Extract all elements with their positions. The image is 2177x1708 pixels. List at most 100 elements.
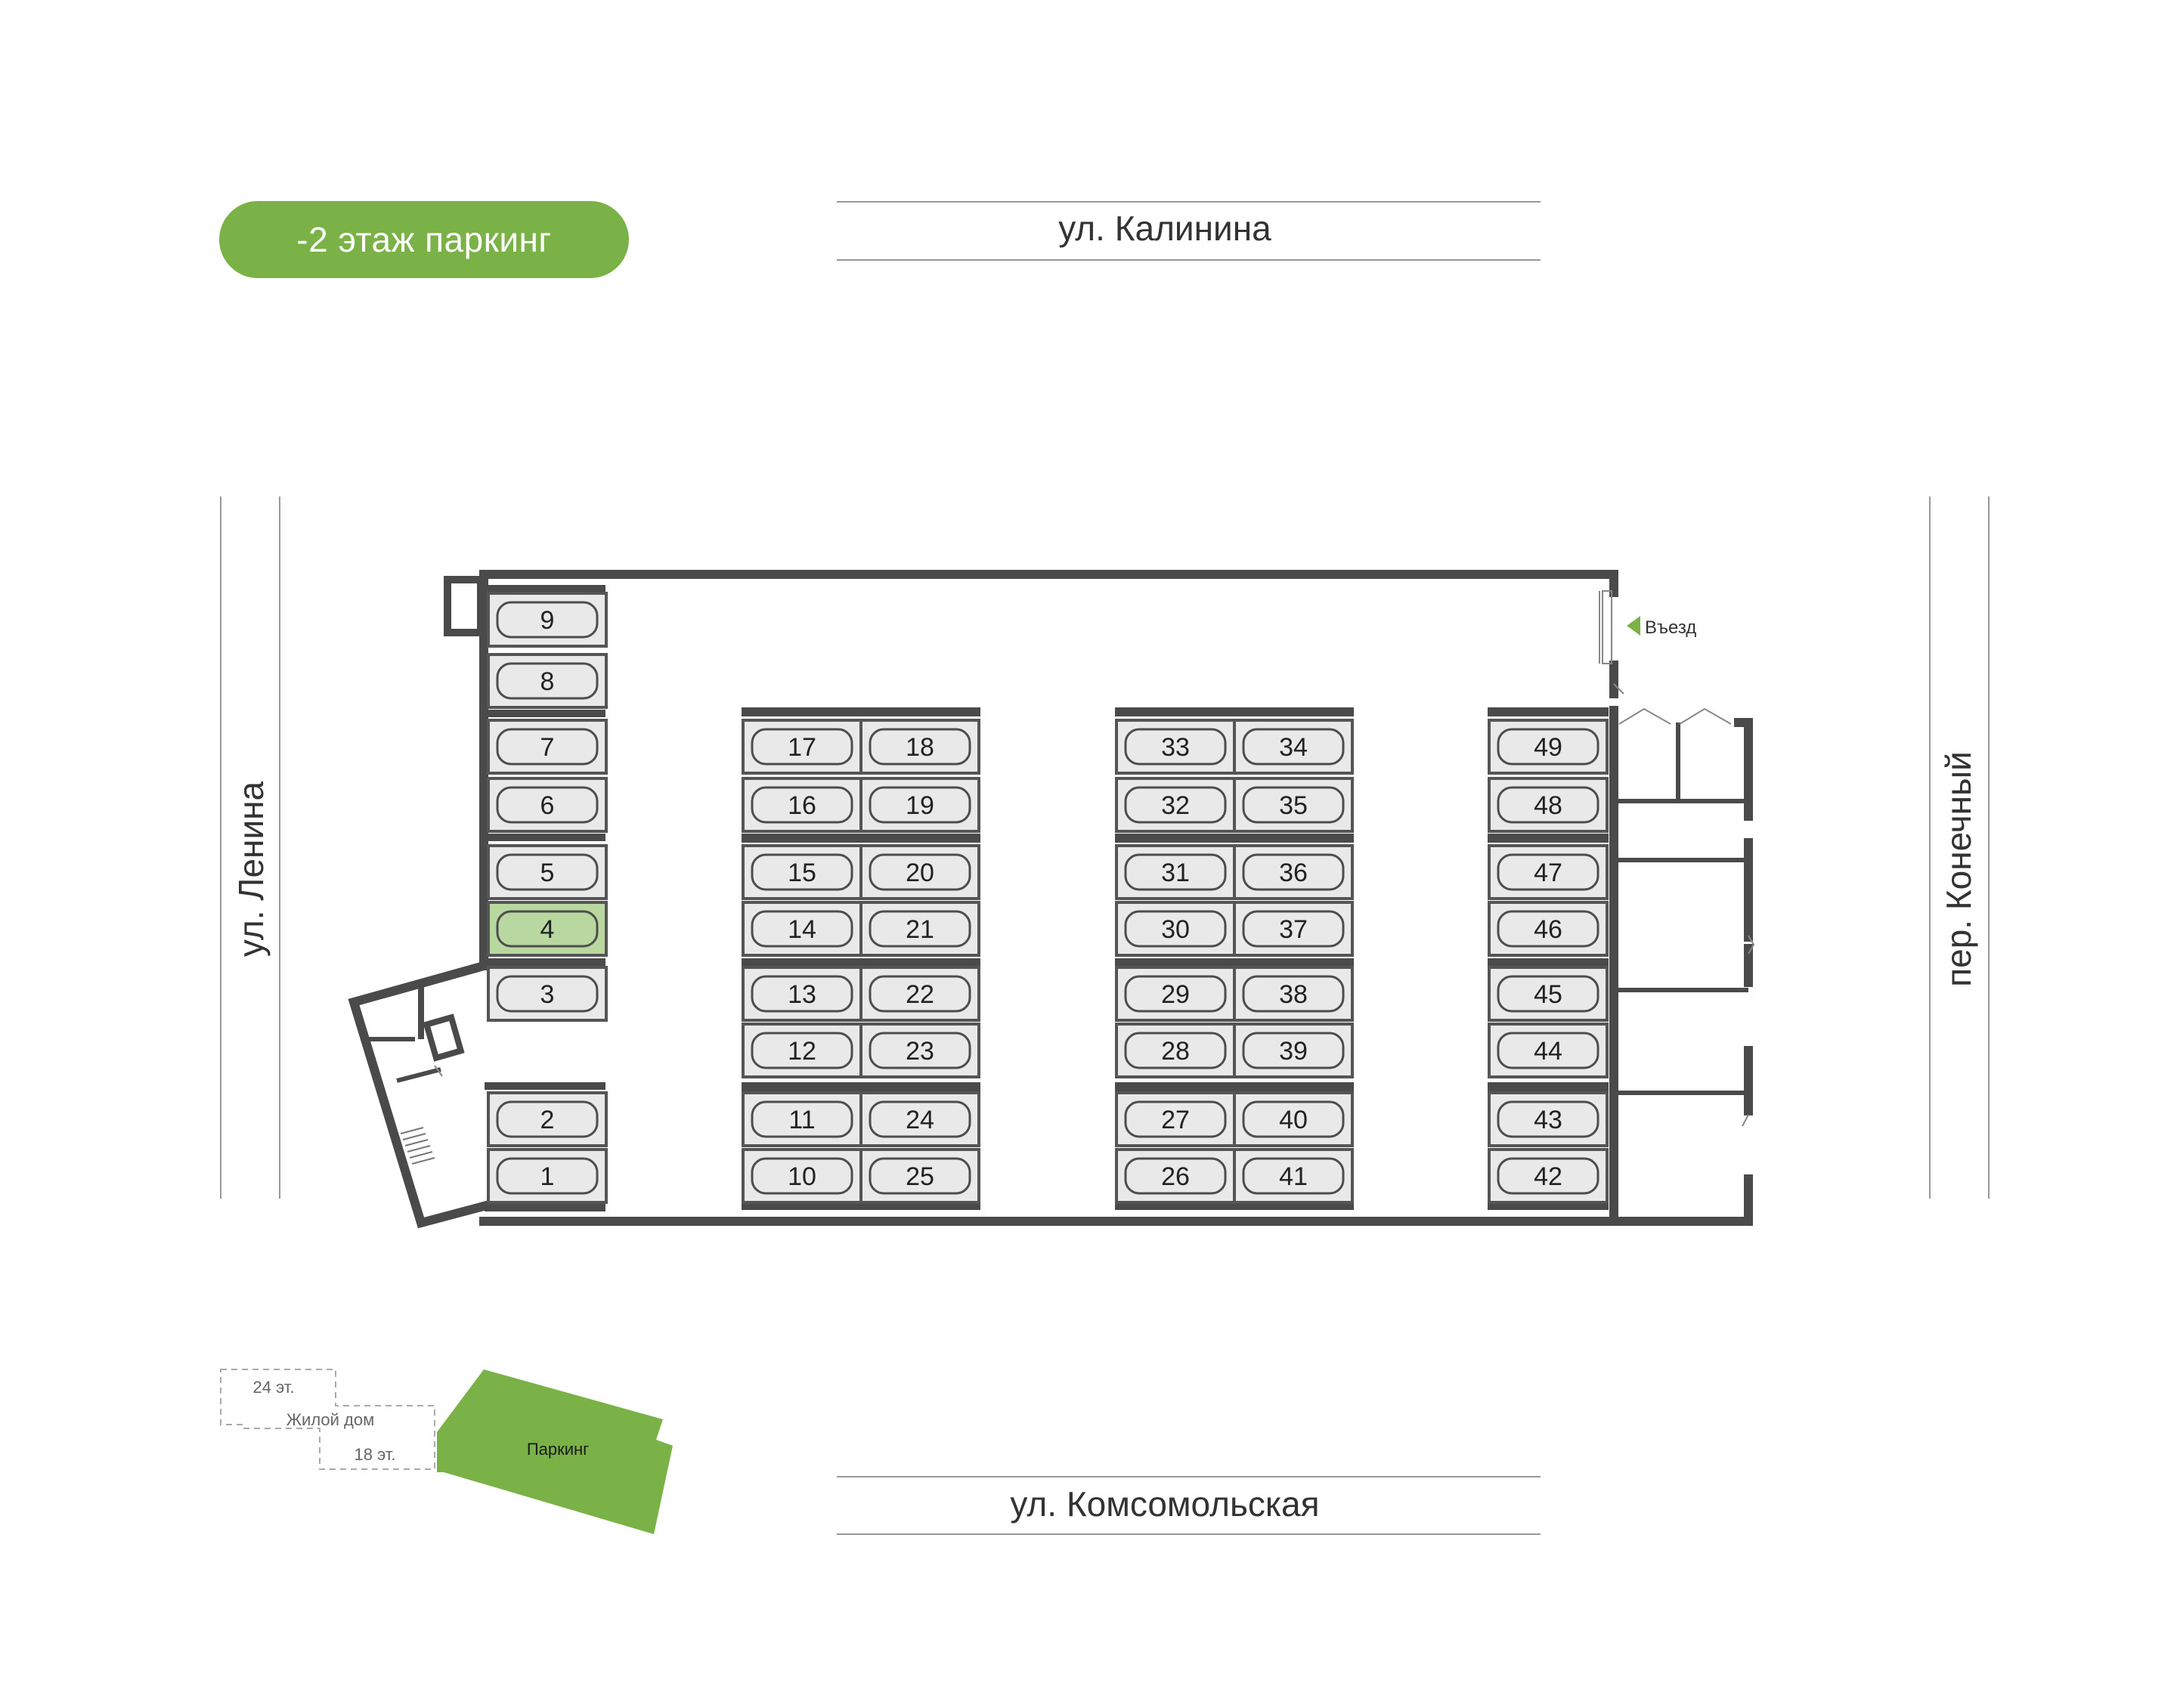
parking-spot[interactable]: 41 xyxy=(1233,1148,1354,1204)
floor-badge[interactable]: -2 этаж паркинг xyxy=(219,201,629,278)
parking-spot[interactable]: 6 xyxy=(487,777,608,833)
parking-spot[interactable]: 14 xyxy=(742,901,862,957)
parking-spot[interactable]: 11 xyxy=(742,1091,862,1147)
parking-spot-number: 1 xyxy=(540,1162,555,1191)
parking-spot[interactable]: 30 xyxy=(1115,901,1236,957)
parking-spot[interactable]: 13 xyxy=(742,966,862,1022)
parking-spot[interactable]: 19 xyxy=(859,777,980,833)
parking-spot[interactable]: 33 xyxy=(1115,719,1236,775)
parking-spot-number: 19 xyxy=(906,791,934,820)
parking-spot[interactable]: 25 xyxy=(859,1148,980,1204)
parking-spot[interactable]: 46 xyxy=(1488,901,1609,957)
parking-spot[interactable]: 31 xyxy=(1115,844,1236,900)
parking-spot[interactable]: 8 xyxy=(487,653,608,709)
parking-spot[interactable]: 3 xyxy=(487,966,608,1022)
car-icon xyxy=(496,728,599,766)
street-bottom-label: ул. Комсомольская xyxy=(1010,1484,1319,1524)
car-icon xyxy=(1497,786,1599,824)
row-divider xyxy=(485,958,605,966)
parking-spot-selected[interactable]: 4 xyxy=(487,901,608,957)
car-icon xyxy=(496,910,599,948)
parking-spot-number: 6 xyxy=(540,791,555,820)
car-icon xyxy=(751,853,853,891)
car-icon xyxy=(751,786,853,824)
car-icon xyxy=(1497,853,1599,891)
parking-spot[interactable]: 22 xyxy=(859,966,980,1022)
parking-spot[interactable]: 39 xyxy=(1233,1023,1354,1078)
parking-spot[interactable]: 42 xyxy=(1488,1148,1609,1204)
parking-spot[interactable]: 26 xyxy=(1115,1148,1236,1204)
car-icon xyxy=(1242,728,1345,766)
parking-spot-number: 23 xyxy=(906,1037,934,1066)
car-icon xyxy=(1124,975,1227,1013)
row-divider xyxy=(1488,1204,1609,1210)
minimap-label-parking: Паркинг xyxy=(527,1440,589,1459)
parking-spot[interactable]: 34 xyxy=(1233,719,1354,775)
door-arcs xyxy=(434,683,1755,1127)
minimap-label-24: 24 эт. xyxy=(252,1378,294,1397)
car-icon xyxy=(1497,1100,1599,1138)
parking-spot[interactable]: 38 xyxy=(1233,966,1354,1022)
parking-spot-number: 30 xyxy=(1161,915,1190,944)
parking-spot[interactable]: 29 xyxy=(1115,966,1236,1022)
parking-spot[interactable]: 43 xyxy=(1488,1091,1609,1147)
parking-spot[interactable]: 2 xyxy=(487,1091,608,1147)
column-separators xyxy=(485,585,1609,1211)
parking-spot[interactable]: 23 xyxy=(859,1023,980,1078)
parking-spot-number: 41 xyxy=(1279,1162,1308,1191)
parking-spot[interactable]: 7 xyxy=(487,719,608,775)
parking-spot-number: 13 xyxy=(788,980,816,1009)
parking-spot[interactable]: 24 xyxy=(859,1091,980,1147)
parking-spot[interactable]: 27 xyxy=(1115,1091,1236,1147)
parking-spot[interactable]: 12 xyxy=(742,1023,862,1078)
parking-spot[interactable]: 37 xyxy=(1233,901,1354,957)
parking-spot[interactable]: 47 xyxy=(1488,844,1609,900)
parking-spot[interactable]: 49 xyxy=(1488,719,1609,775)
row-divider xyxy=(1115,1082,1354,1091)
parking-spot[interactable]: 21 xyxy=(859,901,980,957)
parking-spot[interactable]: 44 xyxy=(1488,1023,1609,1078)
car-icon xyxy=(1124,910,1227,948)
row-divider xyxy=(742,958,980,967)
car-icon xyxy=(496,601,599,639)
car-icon xyxy=(869,1100,971,1138)
car-icon xyxy=(1242,910,1345,948)
parking-spot[interactable]: 36 xyxy=(1233,844,1354,900)
car-icon xyxy=(1124,1032,1227,1069)
parking-spot-number: 20 xyxy=(906,859,934,887)
parking-spot[interactable]: 17 xyxy=(742,719,862,775)
entrance-marker[interactable]: Въезд xyxy=(1627,616,1696,638)
parking-spot[interactable]: 45 xyxy=(1488,966,1609,1022)
parking-spot[interactable]: 1 xyxy=(487,1148,608,1204)
parking-spot[interactable]: 9 xyxy=(487,592,608,648)
parking-spot[interactable]: 5 xyxy=(487,844,608,900)
car-icon xyxy=(1242,1157,1345,1195)
parking-spot[interactable]: 16 xyxy=(742,777,862,833)
parking-spot-number: 16 xyxy=(788,791,816,820)
car-icon xyxy=(869,1157,971,1195)
parking-spot-number: 46 xyxy=(1534,915,1562,944)
car-icon xyxy=(1497,728,1599,766)
car-icon xyxy=(496,786,599,824)
parking-spot[interactable]: 48 xyxy=(1488,777,1609,833)
parking-spot[interactable]: 18 xyxy=(859,719,980,775)
parking-spot[interactable]: 10 xyxy=(742,1148,862,1204)
parking-spot[interactable]: 32 xyxy=(1115,777,1236,833)
car-icon xyxy=(869,975,971,1013)
car-icon xyxy=(496,853,599,891)
parking-spot[interactable]: 15 xyxy=(742,844,862,900)
street-left-label: ул. Ленина xyxy=(231,781,271,957)
parking-spot-number: 21 xyxy=(906,915,934,944)
car-icon xyxy=(1124,728,1227,766)
row-divider xyxy=(742,1082,980,1091)
row-divider xyxy=(1115,707,1354,716)
row-divider xyxy=(742,834,980,843)
building-walls xyxy=(348,570,1755,1229)
parking-spot[interactable]: 35 xyxy=(1233,777,1354,833)
parking-spot[interactable]: 40 xyxy=(1233,1091,1354,1147)
parking-spot[interactable]: 28 xyxy=(1115,1023,1236,1078)
parking-spot[interactable]: 20 xyxy=(859,844,980,900)
